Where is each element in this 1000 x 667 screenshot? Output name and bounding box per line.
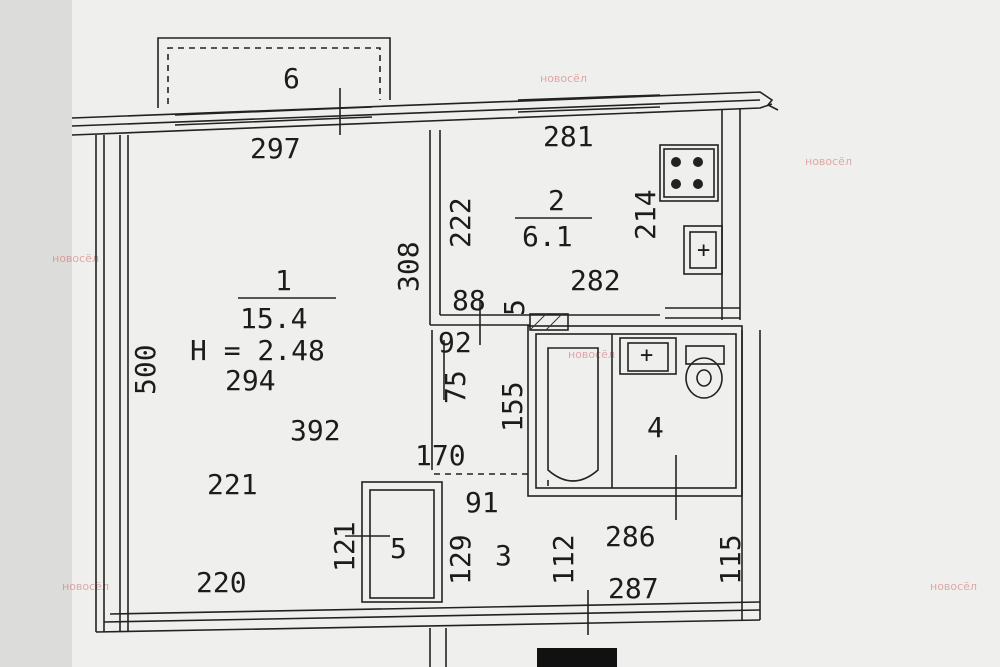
dimension-label: 75	[439, 370, 472, 404]
room-5-label: 5	[390, 532, 407, 565]
ceiling-height: H = 2.48	[190, 334, 325, 367]
watermark-logo: новосёл	[540, 72, 587, 85]
dimension-label: 92	[438, 326, 472, 359]
dimension-label: 281	[543, 120, 594, 153]
top-exterior-wall	[71, 88, 779, 136]
kitchen-tap-icon: +	[697, 238, 710, 263]
dimension-label: 115	[714, 534, 747, 585]
bathroom-walls	[431, 325, 743, 520]
room-2-area: 6.1	[522, 220, 573, 253]
dimension-label: 121	[328, 521, 361, 572]
watermark-logo: новосёл	[930, 580, 977, 593]
dimension-label: 91	[465, 486, 499, 519]
left-margin	[0, 0, 72, 667]
dimension-label: 88	[452, 284, 486, 317]
dimension-label: 286	[605, 520, 656, 553]
kitchen-sink: +	[683, 225, 723, 275]
dimension-label: 129	[444, 534, 477, 585]
dimension-label: 214	[629, 189, 662, 240]
redaction-mark	[537, 648, 617, 667]
dimension-label: 294	[225, 364, 276, 397]
dimension-label: 170	[415, 439, 466, 472]
dimension-label: 308	[392, 241, 425, 292]
dimension-label: 112	[547, 534, 580, 585]
bottom-wall	[95, 590, 761, 667]
room-1-number: 1	[275, 264, 292, 297]
ventilation-shaft	[529, 313, 569, 331]
dimension-label: 222	[444, 197, 477, 248]
dimension-label: 282	[570, 264, 621, 297]
kitchen-walls	[429, 130, 740, 326]
bathroom-sink: +	[619, 337, 677, 375]
closet	[345, 481, 443, 603]
room-6-label: 6	[283, 62, 300, 95]
watermark-logo: новосёл	[52, 252, 99, 265]
balcony	[157, 37, 391, 108]
watermark-logo: новосёл	[62, 580, 109, 593]
watermark-logo: новосёл	[568, 348, 615, 361]
room-3-label: 3	[495, 539, 512, 572]
bathtub	[547, 347, 599, 486]
dimension-label: 155	[496, 381, 529, 432]
room-1-area: 15.4	[240, 302, 307, 335]
left-exterior-wall	[95, 135, 129, 632]
dimension-label: 297	[250, 132, 301, 165]
watermark-logo: новосёл	[805, 155, 852, 168]
toilet	[685, 345, 725, 399]
dimension-label: 392	[290, 414, 341, 447]
dimension-label: 220	[196, 566, 247, 599]
dimension-label: 500	[129, 344, 162, 395]
dimension-label: 221	[207, 468, 258, 501]
room-2-number: 2	[548, 184, 565, 217]
watermarks: новосёл новосёл новосёл новосёл новосёл …	[52, 72, 977, 593]
room-4-label: 4	[647, 411, 664, 444]
dimension-label: 5	[498, 299, 531, 316]
dimension-label: 287	[608, 572, 659, 605]
stove	[659, 144, 719, 202]
sink-tap-icon: +	[640, 343, 653, 368]
